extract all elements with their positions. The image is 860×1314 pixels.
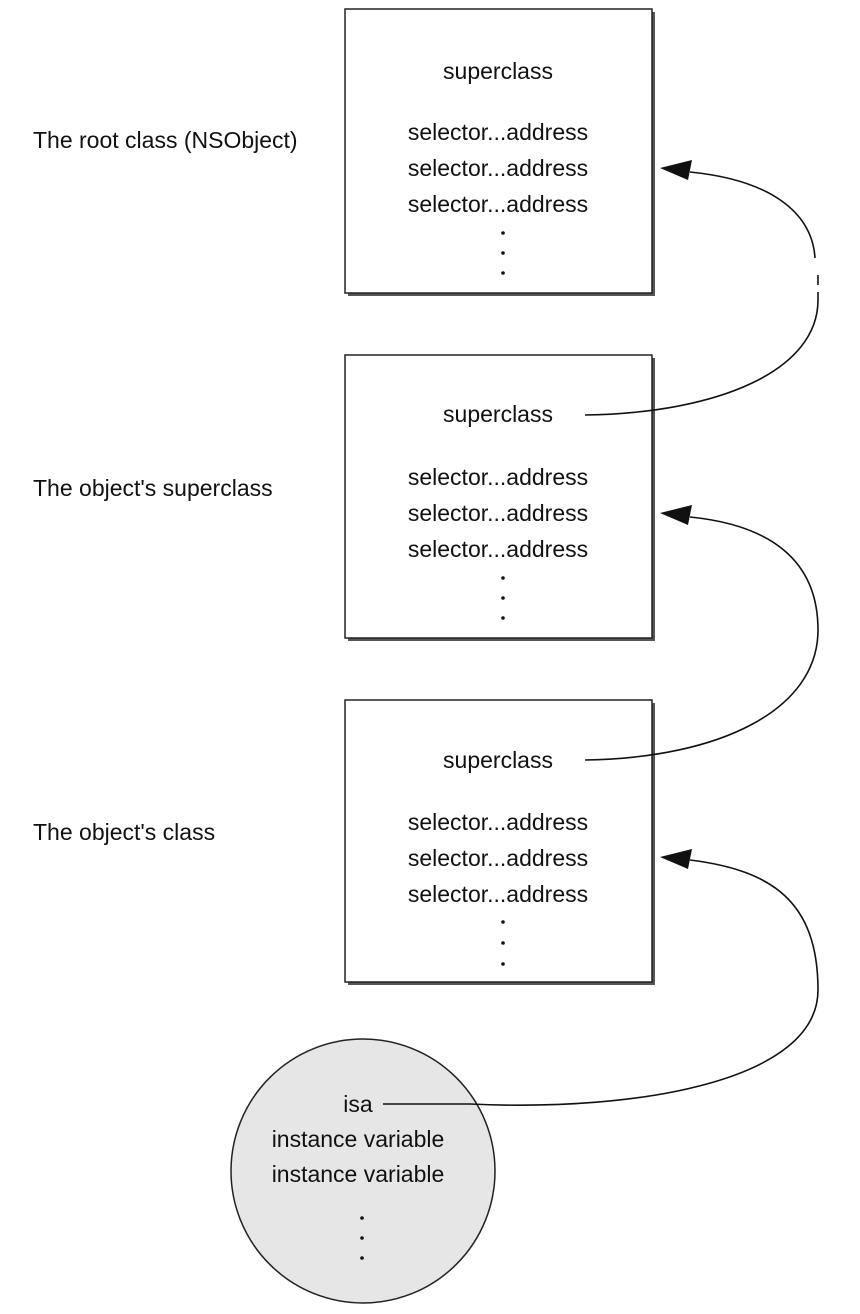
superclass-ellipsis-dots [501,576,505,620]
superclass-superclass-field: superclass [443,401,553,427]
superclass-root-arrow [584,160,819,416]
class-superclass-arrow [584,505,819,761]
instance-variable-row-1: instance variable [272,1126,445,1152]
ellipsis-dot [501,941,505,945]
root-ellipsis-dots [501,231,505,275]
superclass-root-line-lower [584,292,819,416]
instance-ellipsis-dots [360,1216,364,1260]
root-class-box: superclass selector...address selector..… [344,8,655,296]
ellipsis-dot [501,920,505,924]
root-superclass-field: superclass [443,58,553,84]
root-class-box-frame [344,8,653,294]
class-ellipsis-dots [501,920,505,966]
superclass-method-row-2: selector...address [408,500,588,526]
ellipsis-dot [501,271,505,275]
isa-pointer-arrow [383,849,819,1106]
superclass-method-row-1: selector...address [408,464,588,490]
root-method-row-1: selector...address [408,119,588,145]
object-class-box: superclass selector...address selector..… [344,699,655,985]
isa-pointer-arrowhead [660,849,692,869]
superclass-method-row-3: selector...address [408,536,588,562]
instance-object-circle [230,1038,496,1304]
ellipsis-dot [501,231,505,235]
superclass-box-frame [344,354,653,639]
ellipsis-dot [360,1256,364,1260]
root-method-row-2: selector...address [408,155,588,181]
root-class-label: The root class (NSObject) [33,127,298,153]
class-superclass-field: superclass [443,747,553,773]
superclass-root-line-upper [689,171,816,259]
class-method-row-3: selector...address [408,881,588,907]
ellipsis-dot [501,576,505,580]
ellipsis-dot [501,962,505,966]
instance-object: isa instance variable instance variable [230,1038,496,1304]
ellipsis-dot [501,251,505,255]
ellipsis-dot [501,616,505,620]
instance-variable-row-2: instance variable [272,1161,445,1187]
root-method-row-3: selector...address [408,191,588,217]
class-method-row-1: selector...address [408,809,588,835]
class-method-row-2: selector...address [408,845,588,871]
ellipsis-dot [360,1216,364,1220]
ellipsis-dot [501,596,505,600]
object-class-label: The object's class [33,819,215,845]
class-superclass-line [584,516,819,761]
class-superclass-arrowhead [660,505,692,525]
object-superclass-label: The object's superclass [33,475,273,501]
instance-isa-field: isa [343,1091,373,1117]
object-class-box-frame [344,699,653,983]
superclass-root-arrowhead [660,160,692,180]
superclass-box: superclass selector...address selector..… [344,354,655,641]
isa-pointer-line [383,859,819,1106]
ellipsis-dot [360,1236,364,1240]
